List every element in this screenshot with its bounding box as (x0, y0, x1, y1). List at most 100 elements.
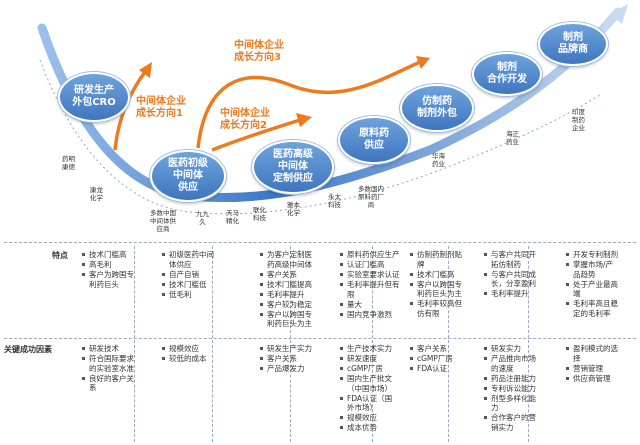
success-factors-item: FDA认证 (410, 364, 470, 374)
company-yaben: 雅本 化学 (287, 201, 300, 217)
features-col-6: 开发专利制剂掌握市场/产 品趋势处于产业最高 端毛利率高且稳 定的毛利率 (566, 250, 628, 319)
growth-label-1: 中间体企业 成长方向1 (136, 96, 186, 119)
company-jiujiu: 九九 久 (196, 210, 209, 226)
company-duoshu: 多数中国 中间体供 应商 (150, 209, 176, 233)
features-item: 处于产业最高 端 (566, 280, 628, 299)
growth-label-3: 中间体企业 成长方向3 (234, 40, 284, 63)
features-item: 技术门槛高 (410, 270, 470, 280)
success-factors-item: 产品推向市场 的速度 (484, 354, 544, 373)
features-item: 为客户定制医 药高级中间体 (260, 250, 324, 269)
growth-arrow-3 (196, 60, 421, 149)
stage-node-primary-intermediate: 医药初级 中间体 供应 (150, 150, 226, 202)
success-factors-item: 客户关系 (260, 354, 324, 364)
company-yaoming: 药明 康德 (62, 155, 75, 171)
features-item: 与客户共同开 拓仿制药 (484, 250, 544, 269)
success-factors-item: 供应商管理 (566, 374, 628, 384)
success-factors-item: 营销管理 (566, 364, 628, 374)
success-factors-item: FDA认证（国 外市场） (340, 394, 406, 413)
features-item: 认证门槛高 (340, 260, 406, 270)
company-yindu: 印度 制药 企业 (572, 108, 585, 132)
success-factors-item: 良好的客户关 系 (82, 374, 134, 393)
features-item: 国内竞争激烈 (340, 310, 406, 320)
success-factors-item: 规模效应 (162, 344, 214, 354)
success-factors-item: 研发实力 (484, 344, 544, 354)
growth-arrow-2 (211, 118, 301, 152)
row-separator-middle (4, 338, 636, 339)
stage-node-api: 原料药 供应 (338, 116, 410, 164)
features-item: 客户较为稳定 (260, 300, 324, 310)
company-kanglong: 康龙 化学 (90, 186, 103, 202)
success-factors-item: cGMP厂房 (410, 354, 470, 364)
features-col-3: 原料药供应生产认证门槛高实验室要求认证毛利率提升但有 限量大国内竞争激烈 (340, 250, 406, 320)
features-item: 高毛利 (82, 260, 134, 270)
features-col-5: 与客户共同开 拓仿制药与客户共同成 长，分享盈利毛利率提升 (484, 250, 544, 299)
growth-label-2: 中间体企业 成长方向2 (220, 108, 270, 131)
features-item: 仿制药制剂贴 牌 (410, 250, 470, 269)
features-col-4: 仿制药制剂贴 牌技术门槛高客户以跨国专 利药巨头为主毛利率较高但 仿有限 (410, 250, 470, 319)
features-item: 原料药供应生产 (340, 250, 406, 260)
row-label-success-factors: 关键成功因素 (4, 345, 52, 354)
features-item: 客户关系 (260, 270, 324, 280)
features-item: 客户以跨国专 利药巨头为主 (260, 310, 324, 329)
features-item: 初级医药中间 体供应 (162, 250, 214, 269)
row-separator-top (4, 242, 636, 243)
features-item: 低毛利 (162, 290, 214, 300)
features-item: 毛利率提升但有 限 (340, 280, 406, 299)
curve-arrow-head (610, 4, 628, 24)
success-factors-item: 符合国际要求 的实验室水准 (82, 354, 134, 373)
company-huahai: 华海 药业 (432, 152, 445, 168)
company-tianma: 天马 精化 (226, 209, 239, 225)
success-factors-item: 研发技术 (82, 344, 134, 354)
stage-node-co-development: 制剂 合作开发 (472, 52, 542, 96)
features-item: 客户以跨国专 利药巨头为主 (410, 280, 470, 299)
company-lianhua: 联化 科技 (253, 206, 266, 222)
features-item: 毛利率提升 (484, 289, 544, 299)
features-item: 自产自销 (162, 270, 214, 280)
features-item: 掌握市场/产 品趋势 (566, 260, 628, 279)
success-col-6: 盈利模式的选 择营销管理供应商管理 (566, 344, 628, 384)
features-col-1: 初级医药中间 体供应自产自销技术门槛低低毛利 (162, 250, 214, 300)
row-label-features: 特点 (52, 251, 68, 260)
success-col-0: 研发技术符合国际要求 的实验室水准良好的客户关 系 (82, 344, 134, 393)
stage-node-cro: 研发生产 外包CRO (58, 72, 130, 122)
success-factors-item: 研发速度 (340, 354, 406, 364)
company-duoshu-api: 多数国内 原料药厂 商 (358, 185, 384, 209)
success-factors-item: 国内生产批文 （中国市场） (340, 374, 406, 393)
features-item: 量大 (340, 300, 406, 310)
features-item: 技术门槛提高 (260, 280, 324, 290)
features-item: 毛利率较高但 仿有限 (410, 299, 470, 318)
success-factors-item: 客户关系 (410, 344, 470, 354)
stage-node-generic-outsourcing: 仿制药 制剂外包 (400, 84, 474, 132)
success-factors-item: 成本优势 (340, 423, 406, 433)
features-item: 实验室要求认证 (340, 270, 406, 280)
success-factors-item: 生产技术实力 (340, 344, 406, 354)
stage-node-brand: 制剂 品牌商 (538, 22, 608, 66)
success-col-2: 研发生产实力客户关系产品爆发力 (260, 344, 324, 374)
success-factors-item: 产品爆发力 (260, 364, 324, 374)
features-item: 技术门槛高 (82, 250, 134, 260)
features-item: 毛利率高且稳 定的毛利率 (566, 299, 628, 318)
features-item: 与客户共同成 长，分享盈利 (484, 270, 544, 289)
success-factors-item: 合作客户的营 销实力 (484, 413, 544, 432)
success-factors-item: 较低的成本 (162, 354, 214, 364)
dotted-curve (39, 59, 601, 215)
success-factors-item: 剂型多样化能 力 (484, 394, 544, 413)
features-col-0: 技术门槛高高毛利客户为跨国专 利药巨头 (82, 250, 134, 290)
company-haizheng: 海正 药业 (506, 130, 519, 146)
stage-node-advanced-intermediate: 医药高级 中间体 定制供应 (252, 140, 334, 194)
features-item: 技术门槛低 (162, 280, 214, 290)
success-factors-item: 研发生产实力 (260, 344, 324, 354)
success-col-1: 规模效应较低的成本 (162, 344, 214, 364)
company-yongtai: 永太 科技 (328, 193, 341, 209)
features-item: 毛利率提升 (260, 290, 324, 300)
success-factors-item: cGMP厂房 (340, 364, 406, 374)
success-factors-item: 规模效应 (340, 413, 406, 423)
features-item: 客户为跨国专 利药巨头 (82, 270, 134, 289)
success-factors-item: 药品注册能力 (484, 374, 544, 384)
success-col-5: 研发实力产品推向市场 的速度药品注册能力专利诉讼能力剂型多样化能 力合作客户的营… (484, 344, 544, 433)
success-factors-item: 盈利模式的选 择 (566, 344, 628, 363)
features-item: 开发专利制剂 (566, 250, 628, 260)
